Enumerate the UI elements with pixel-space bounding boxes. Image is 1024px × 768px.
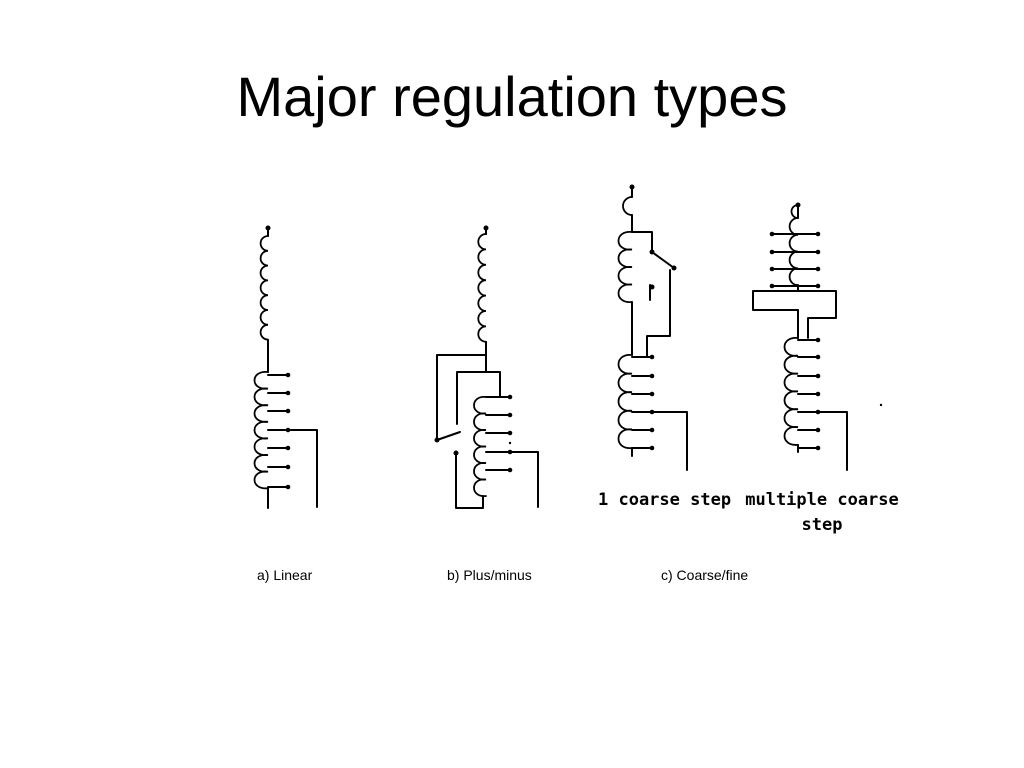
tap-dot	[815, 337, 821, 343]
tap-dot	[815, 391, 821, 397]
coarse-winding	[788, 204, 799, 287]
tap-dot	[649, 373, 655, 379]
tap-dot	[285, 372, 291, 378]
tap-dot	[815, 409, 821, 415]
terminal-dot	[483, 225, 489, 231]
tap-dot	[649, 409, 655, 415]
coil-turns	[253, 371, 269, 490]
multiple-coarse-label-line2: step	[802, 515, 843, 535]
coil-turns	[473, 396, 487, 497]
tap-dot	[649, 427, 655, 433]
tap-terminals	[267, 372, 291, 490]
tap-dot	[769, 231, 775, 237]
regulating-winding	[253, 371, 269, 490]
caption-plus-minus: b) Plus/minus	[447, 567, 532, 583]
multiple-coarse-step-figure	[752, 202, 883, 471]
tap-dot	[507, 430, 513, 436]
coarse-selector	[651, 251, 675, 269]
fine-winding	[617, 354, 633, 449]
linear-winding-figure	[253, 225, 318, 509]
caption-coarse-fine: c) Coarse/fine	[661, 567, 748, 583]
terminal-dot	[795, 202, 801, 208]
tap-dot	[285, 484, 291, 490]
tap-dot	[507, 394, 513, 400]
tap-dot	[815, 283, 821, 289]
tap-dot	[285, 408, 291, 414]
tap-dot	[815, 231, 821, 237]
tap-dot	[507, 449, 513, 455]
coarse-winding	[617, 196, 633, 303]
stray-mark-dot	[879, 403, 883, 407]
tap-dot	[285, 464, 291, 470]
connection-wire	[436, 227, 539, 509]
connection-wire	[752, 204, 848, 471]
tap-dot	[769, 283, 775, 289]
terminal-dot	[629, 184, 635, 190]
fine-winding	[783, 337, 799, 446]
tap-dot	[815, 427, 821, 433]
one-coarse-step-figure	[617, 184, 688, 471]
coil-turns	[477, 233, 487, 343]
coil-turns	[617, 231, 633, 303]
tap-dot	[815, 354, 821, 360]
tap-dot	[649, 354, 655, 360]
coil-turns	[617, 354, 633, 449]
selector-contact-dot	[671, 265, 677, 271]
tap-dot	[285, 390, 291, 396]
terminal-dot	[265, 225, 271, 231]
tap-dot	[507, 467, 513, 473]
connection-wire	[267, 227, 318, 509]
tap-dot	[507, 412, 513, 418]
tap-dot	[769, 266, 775, 272]
main-winding	[259, 235, 269, 341]
multiple-coarse-label-line1: multiple coarse	[745, 490, 899, 510]
connection-wire	[631, 186, 688, 471]
selector-contact-dot	[649, 249, 655, 255]
tap-dot	[815, 373, 821, 379]
main-winding	[477, 233, 487, 343]
tap-dot	[649, 391, 655, 397]
tap-dot	[769, 249, 775, 255]
slide-title: Major regulation types	[236, 65, 788, 128]
coil-turns	[622, 196, 633, 216]
tap-terminals	[631, 354, 655, 451]
tap-dot	[815, 445, 821, 451]
tap-dot	[649, 445, 655, 451]
tap-terminals	[485, 394, 513, 473]
tap-dot	[285, 445, 291, 451]
regulating-winding	[473, 396, 487, 497]
reversing-switch	[436, 431, 461, 441]
selector-contact-dot	[649, 284, 655, 290]
switch-contact-dot	[453, 450, 459, 456]
coil-turns	[783, 337, 799, 446]
plus-minus-winding-figure	[434, 225, 539, 509]
tap-terminals	[769, 231, 821, 451]
tap-dot	[508, 441, 512, 445]
caption-linear: a) Linear	[257, 567, 313, 583]
tap-dot	[815, 249, 821, 255]
switch-contact-dot	[434, 437, 440, 443]
tap-dot	[815, 266, 821, 272]
one-coarse-step-label: 1 coarse step	[598, 490, 731, 510]
coil-turns	[259, 235, 269, 341]
